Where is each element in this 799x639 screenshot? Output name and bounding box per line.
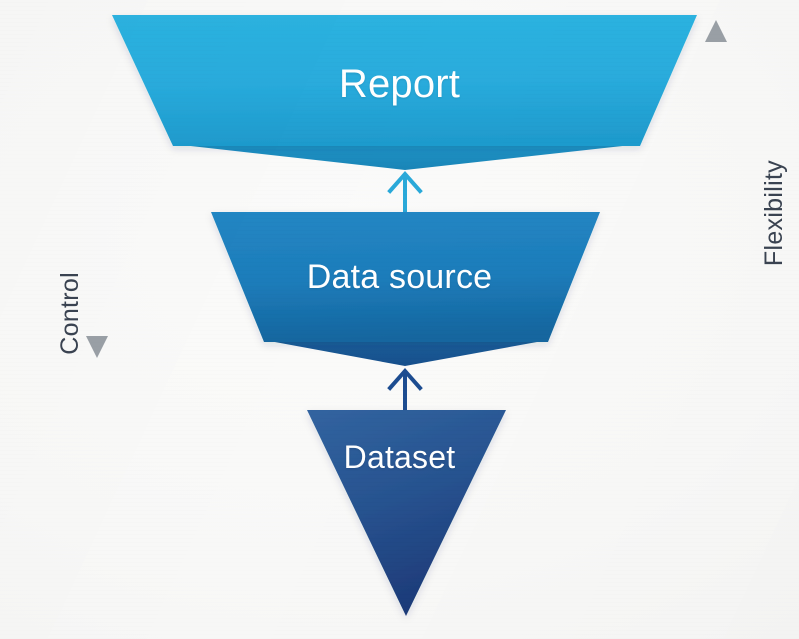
- stage-data-source[interactable]: [211, 212, 600, 366]
- axis-flexibility-arrowhead: [705, 20, 727, 42]
- stage-dataset[interactable]: [307, 410, 506, 616]
- stage-report[interactable]: [112, 15, 697, 170]
- flow-arrow-dataset-to-data-source: [387, 367, 423, 411]
- data-source-fold: [264, 340, 548, 366]
- flow-arrow-data-source-to-report: [387, 170, 423, 213]
- dataset-triangle: [307, 410, 506, 616]
- data-source-trapezoid: [211, 212, 600, 342]
- report-trapezoid: [112, 15, 697, 146]
- axis-flexibility: [705, 20, 727, 352]
- report-fold: [173, 144, 640, 170]
- axis-control: [86, 25, 108, 358]
- axis-control-arrowhead: [86, 336, 108, 358]
